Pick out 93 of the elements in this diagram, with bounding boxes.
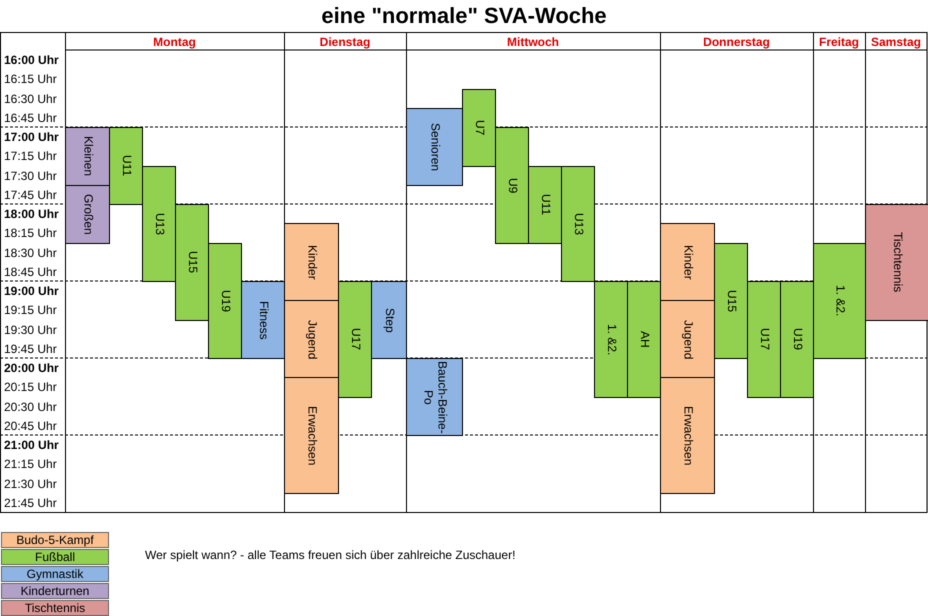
block-label: U15 [724, 290, 738, 312]
schedule-block [241, 281, 285, 359]
block-label: Großen [80, 194, 94, 234]
schedule-block [65, 127, 110, 186]
block-label: Erwachsen [680, 406, 694, 466]
block-label: Kinder [680, 244, 694, 280]
block-label: AH [637, 330, 651, 348]
time-label: 20:45 Uhr [4, 418, 57, 433]
time-label: 16:00 Uhr [4, 53, 59, 67]
schedule-block [142, 166, 176, 282]
schedule-block [406, 108, 463, 186]
schedule-block [406, 358, 463, 436]
schedule-block [371, 281, 407, 359]
block-label: U11 [538, 194, 552, 216]
day-header: Donnerstag [702, 35, 771, 49]
time-label: 20:15 Uhr [4, 380, 57, 394]
schedule-block [338, 281, 372, 398]
day-header: Dienstag [318, 35, 372, 49]
block-label: 1. &2. [832, 285, 846, 316]
time-label: 18:30 Uhr [4, 246, 57, 260]
time-label: 20:00 Uhr [4, 361, 59, 375]
block-label: U7 [472, 120, 486, 136]
schedule-block [627, 281, 661, 398]
schedule-block [284, 377, 339, 494]
day-header: Freitag [818, 35, 860, 49]
block-label: Tischtennis [890, 232, 904, 292]
time-label: 19:45 Uhr [4, 342, 57, 356]
block-label: U15 [185, 251, 199, 274]
block-label: U19 [218, 290, 232, 312]
block-label: Erwachsen [304, 406, 318, 466]
legend-entry: Fußball [1, 549, 109, 565]
schedule-block [109, 127, 143, 205]
block-label: U9 [505, 178, 519, 193]
block-label: Senioren [428, 122, 442, 171]
block-label: Kinder [304, 244, 318, 280]
block-label: Kleinen [80, 136, 94, 176]
schedule-block [714, 242, 748, 359]
schedule-block [865, 204, 928, 320]
block-label: U19 [790, 328, 804, 350]
time-label: 18:00 Uhr [4, 207, 59, 221]
time-label: 17:45 Uhr [4, 188, 57, 202]
schedule-block [594, 281, 628, 398]
day-header: Montag [152, 35, 197, 49]
block-label: U13 [571, 212, 585, 235]
schedule-block [284, 223, 339, 302]
schedule-block [660, 300, 715, 378]
block-label: Bauch-Beine-Po [420, 360, 448, 434]
title: eine "normale" SVA-Woche [320, 3, 608, 29]
time-label: 21:15 Uhr [4, 457, 57, 472]
legend-entry: Tischtennis [1, 600, 109, 616]
day-header: Mittwoch [506, 35, 560, 49]
block-label: U13 [152, 212, 166, 235]
schedule-block [747, 281, 781, 398]
legend-entry: Budo-5-Kampf [1, 532, 109, 548]
legend-entry: Gymnastik [1, 566, 109, 582]
schedule-block [813, 242, 866, 359]
time-label: 19:00 Uhr [4, 284, 59, 298]
time-label: 16:45 Uhr [4, 110, 57, 125]
time-label: 18:45 Uhr [4, 264, 57, 279]
block-label: 1. &2. [604, 324, 618, 355]
time-label: 19:15 Uhr [4, 303, 57, 318]
legend-entry: Kinderturnen [1, 583, 109, 599]
schedule-block [495, 127, 529, 244]
schedule-block [65, 184, 110, 244]
time-label: 18:15 Uhr [4, 226, 57, 240]
block-label: Jugend [304, 320, 318, 359]
block-label: U17 [757, 328, 771, 350]
time-label: 19:30 Uhr [4, 322, 57, 336]
note: Wer spielt wann? - alle Teams freuen sich über zahlreiche Zuschauer! [145, 548, 516, 562]
time-label: 20:30 Uhr [4, 400, 57, 414]
time-label: 21:30 Uhr [4, 476, 57, 490]
block-label: U11 [119, 155, 133, 177]
schedule-block [780, 281, 814, 398]
block-label: Fitness [256, 300, 270, 340]
time-label: 17:15 Uhr [4, 149, 57, 164]
time-label: 21:00 Uhr [4, 438, 59, 452]
time-label: 16:15 Uhr [4, 72, 57, 86]
schedule-block [208, 242, 242, 359]
schedule-block [462, 88, 496, 166]
time-label: 17:30 Uhr [4, 168, 57, 182]
block-label: U17 [348, 328, 362, 350]
day-header: Samstag [870, 35, 922, 49]
schedule-block [528, 166, 562, 244]
time-label: 17:00 Uhr [4, 130, 59, 144]
schedule-block [175, 204, 209, 320]
block-label: Step [382, 308, 396, 332]
time-label: 21:45 Uhr [4, 496, 57, 510]
block-label: Jugend [680, 320, 694, 359]
schedule-block [660, 377, 715, 494]
schedule-block [660, 223, 715, 302]
schedule-block [561, 166, 595, 282]
time-label: 16:30 Uhr [4, 92, 57, 106]
schedule-block [284, 300, 339, 378]
